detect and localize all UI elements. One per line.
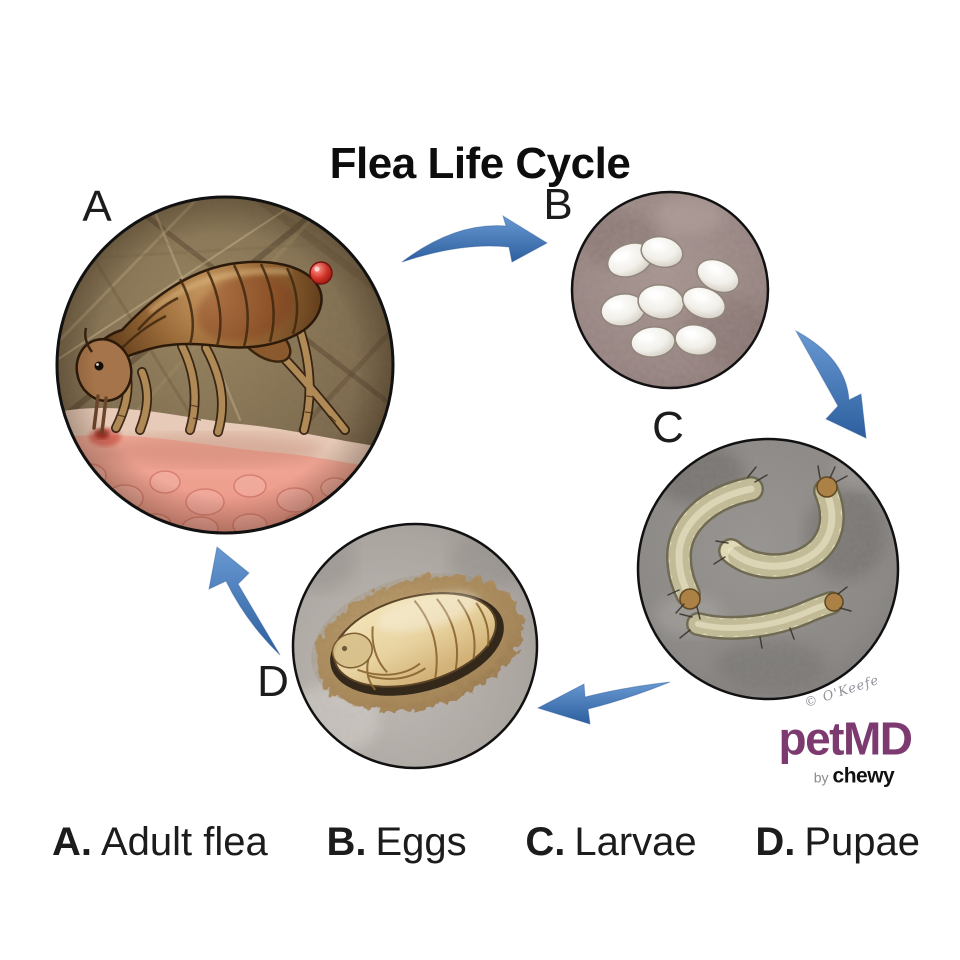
legend-label-eggs: Eggs	[375, 820, 467, 864]
legend-key-c: C.	[525, 820, 566, 864]
stage-c-circle	[636, 437, 900, 701]
legend-label-pupae: Pupae	[804, 820, 920, 864]
stage-a-label: A	[82, 182, 112, 231]
byline-prefix: by	[813, 769, 829, 786]
stage-d-label: D	[257, 657, 289, 706]
chewy-logo: chewy	[832, 764, 895, 788]
stage-d-circle	[291, 522, 539, 770]
petmd-logo: petMD	[778, 712, 913, 765]
arrow-d-to-a	[208, 546, 281, 656]
eggs-illustration	[572, 192, 768, 388]
arrow-c-to-d	[536, 681, 671, 725]
legend-label-adult-flea: Adult flea	[101, 820, 268, 864]
stage-a-circle	[55, 195, 395, 535]
adult-flea-illustration	[57, 197, 393, 533]
stage-b-circle	[570, 190, 770, 390]
flea-eggs	[600, 235, 740, 358]
stage-d-border	[291, 522, 539, 770]
legend-key-d: D.	[755, 820, 796, 864]
legend-key-b: B.	[326, 820, 367, 864]
arrow-a-to-b	[401, 214, 548, 263]
legend-item-pupae: D.Pupae	[755, 820, 920, 865]
legend-item-larvae: C.Larvae	[525, 820, 696, 865]
stage-a-border	[55, 195, 395, 535]
larvae-illustration	[638, 439, 898, 699]
cycle-arrows	[208, 214, 867, 725]
page-title: Flea Life Cycle	[329, 139, 631, 189]
arrow-b-to-c	[794, 329, 867, 439]
legend-item-eggs: B.Eggs	[326, 820, 466, 865]
stage-c-label: C	[652, 403, 684, 452]
pupae-illustration	[293, 524, 537, 768]
stage-b-label: B	[543, 180, 573, 229]
stage-c-border	[636, 437, 900, 701]
legend: A.Adult flea B.Eggs C.Larvae D.Pupae	[52, 820, 920, 865]
legend-label-larvae: Larvae	[574, 820, 697, 864]
stage-b-border	[570, 190, 770, 390]
flea-larvae	[665, 465, 852, 649]
legend-item-adult-flea: A.Adult flea	[52, 820, 268, 865]
legend-key-a: A.	[52, 820, 92, 864]
